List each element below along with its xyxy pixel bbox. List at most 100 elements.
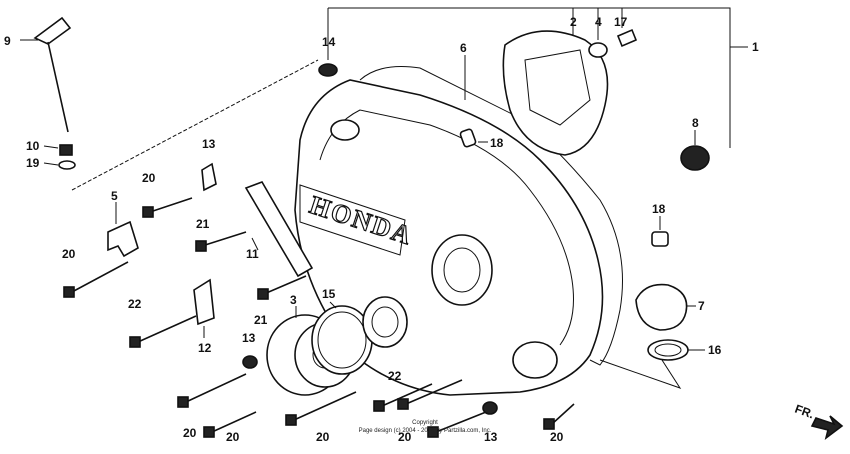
callout-16: 16	[708, 343, 722, 357]
bolt-20a	[149, 197, 193, 213]
filler-hole-inner	[443, 247, 481, 293]
bolt-17	[616, 28, 638, 48]
o-ring-15-inner	[317, 311, 367, 369]
bracket-5	[107, 220, 139, 258]
washer-13-left	[242, 355, 258, 369]
o-ring-16	[647, 339, 689, 361]
arm-9	[33, 16, 72, 45]
spring-10	[59, 144, 73, 156]
seal-14	[318, 63, 338, 77]
callout-9: 9	[4, 34, 11, 48]
callout-13-left: 13	[242, 331, 256, 345]
bolt-head-22b	[373, 400, 385, 412]
dash-link-9	[71, 59, 319, 191]
callout-20-upper: 20	[142, 171, 156, 185]
brand-emblem	[299, 184, 406, 256]
direction-label: FR.	[793, 402, 816, 422]
lower-boss	[512, 341, 558, 379]
direction-arrow	[810, 415, 844, 440]
bolt-20c	[185, 373, 247, 403]
leader-7-16	[599, 359, 682, 389]
callout-20-bottom-4: 20	[398, 430, 412, 444]
seal-4	[588, 42, 608, 58]
bolt-21a	[201, 231, 247, 247]
callout-13-top: 13	[202, 137, 216, 151]
callout-20-left: 20	[62, 247, 76, 261]
callout-20-bottom-5: 20	[550, 430, 564, 444]
gasket	[359, 66, 623, 366]
washer-13-bottom	[482, 401, 498, 415]
callout-15: 15	[322, 287, 336, 301]
bolt-head-20h	[543, 418, 555, 430]
bracket-12	[193, 278, 215, 326]
cover-seal	[362, 296, 408, 348]
cover-plate	[502, 30, 609, 156]
bolt-head-21b	[257, 288, 269, 300]
oil-filler-cap	[635, 283, 688, 331]
callout-10: 10	[26, 139, 40, 153]
leader-10	[43, 145, 59, 149]
callout-22-left: 22	[128, 297, 142, 311]
callout-19: 19	[26, 156, 40, 170]
bolt-22b	[381, 383, 433, 407]
callout-7: 7	[698, 299, 705, 313]
callout-18-right: 18	[652, 202, 666, 216]
callout-22-lower: 22	[388, 369, 402, 383]
leader-11	[251, 237, 259, 251]
copyright-line1: Copyright	[412, 420, 438, 426]
clamp-13-top	[201, 162, 217, 192]
callout-labels: 9 14 2 4 17 1 6 8 18 10 19 13 20 5 21 11…	[4, 15, 759, 444]
upper-boss	[330, 119, 360, 141]
bolt-20f	[405, 379, 463, 405]
copyright-line2: Page design (c) 2004 - 2014 by Partzilla…	[359, 428, 492, 434]
callout-18-top: 18	[490, 136, 504, 150]
cover-ridge	[319, 109, 574, 346]
bolt-head-20a	[142, 206, 154, 218]
bolt-set	[63, 197, 575, 438]
callout-1: 1	[752, 40, 759, 54]
callout-17: 17	[614, 15, 628, 29]
callout-8: 8	[692, 116, 699, 130]
callout-21-upper: 21	[196, 217, 210, 231]
callout-13-bottom: 13	[484, 430, 498, 444]
cover-seal-inner	[371, 306, 399, 338]
bolt-head-22a	[129, 336, 141, 348]
callout-6: 6	[460, 41, 467, 55]
bolt-head-20d	[203, 426, 215, 438]
bolt-head-20e	[285, 414, 297, 426]
filler-hole	[431, 234, 493, 306]
shaft-9	[47, 41, 69, 133]
bolt-20h	[551, 403, 575, 425]
bolt-20g	[435, 411, 487, 433]
callout-11: 11	[246, 247, 259, 261]
bolt-head-21a	[195, 240, 207, 252]
callout-21-lower: 21	[254, 313, 268, 327]
callout-20-bottom-2: 20	[226, 430, 240, 444]
bolt-21b	[263, 275, 307, 295]
leader-19	[43, 162, 59, 166]
plug-8	[680, 145, 710, 171]
bolt-20b	[71, 261, 129, 293]
bolt-20d	[211, 411, 257, 433]
bolt-head-20g	[427, 426, 439, 438]
bolt-head-20b	[63, 286, 75, 298]
bracket-part-1	[328, 7, 731, 148]
leader-15	[329, 301, 337, 309]
plate-11	[244, 181, 314, 278]
callout-4: 4	[595, 15, 602, 29]
callout-2: 2	[570, 15, 577, 29]
bolt-20e	[293, 391, 357, 421]
cover-plate-rib	[524, 49, 591, 126]
bolt-head-20c	[177, 396, 189, 408]
o-ring-16-inner	[654, 343, 682, 357]
dowel-18-top	[459, 128, 477, 148]
callout-20-bottom-1: 20	[183, 426, 197, 440]
callout-12: 12	[198, 341, 212, 355]
bolt-22a	[137, 315, 197, 343]
callout-3: 3	[290, 293, 297, 307]
washer-19	[58, 160, 76, 170]
dowel-18-right	[651, 231, 669, 247]
callout-5: 5	[111, 189, 118, 203]
